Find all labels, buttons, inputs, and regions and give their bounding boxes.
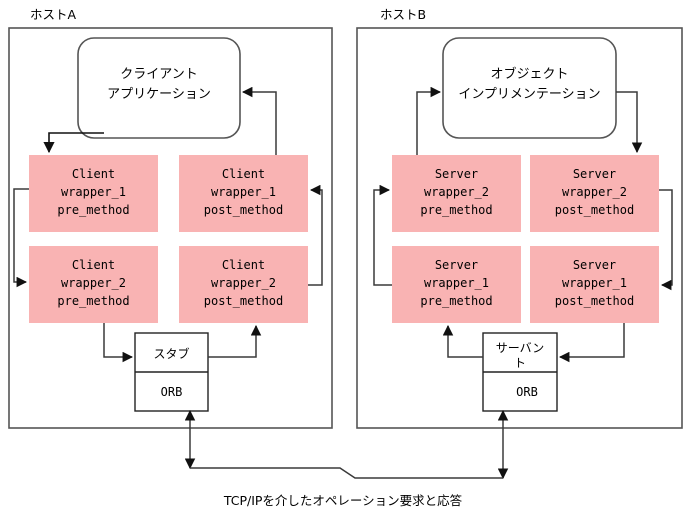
stub-orb-label: ORB (161, 385, 183, 399)
server-wrapper-2-pre-line2: wrapper_2 (424, 185, 489, 199)
client-wrapper-2-post-box[interactable] (179, 246, 308, 323)
server-wrapper-1-post-box[interactable] (530, 246, 659, 323)
server-wrapper-2-pre-line3: pre_method (420, 203, 492, 217)
server-wrapper-2-post-line3: post_method (555, 203, 634, 217)
connector-cw2post-to-cw1post (308, 184, 323, 286)
client-wrapper-2-pre-line2: wrapper_2 (61, 276, 126, 290)
object-implementation-line1: オブジェクト (490, 66, 568, 82)
connector-stub-to-cw2post (208, 324, 262, 358)
connector-objimpl-to-sw2post (616, 91, 643, 154)
server-wrapper-1-post-line1: Server (573, 258, 616, 272)
connector-app-to-cw1pre (43, 132, 104, 154)
server-wrapper-2-post-line2: wrapper_2 (562, 185, 627, 199)
client-wrapper-1-pre-line3: pre_method (57, 203, 129, 217)
stub-label: スタブ (153, 346, 189, 361)
server-wrapper-2-pre-line1: Server (435, 167, 478, 181)
host-b-label: ホストB (380, 7, 426, 22)
server-wrapper-1-post-line3: post_method (555, 294, 634, 308)
servant-label-line2: ト (514, 356, 526, 370)
client-wrapper-2-pre-line1: Client (72, 258, 115, 272)
client-wrapper-1-pre-line2: wrapper_1 (61, 185, 126, 199)
object-implementation-box[interactable] (442, 37, 617, 139)
client-wrapper-1-pre-box[interactable] (29, 155, 158, 232)
connector-sw1pre-to-sw2pre (373, 184, 392, 286)
host-a-label: ホストA (30, 7, 77, 22)
client-wrapper-2-post-line2: wrapper_2 (211, 276, 276, 290)
server-wrapper-1-pre-line1: Server (435, 258, 478, 272)
connector-servant-to-sw1pre (442, 324, 483, 358)
connector-sw2post-to-sw1post (659, 189, 673, 291)
tcp-ip-caption: TCP/IPを介したオペレーション要求と応答 (223, 493, 463, 508)
client-application-line1: クライアント (120, 67, 197, 82)
connector-cw1post-to-app (241, 86, 277, 155)
server-wrapper-1-post-line2: wrapper_1 (562, 276, 627, 290)
connector-sw2pre-to-objimpl (416, 86, 442, 155)
servant-label-line1: サーバン (496, 341, 544, 355)
connector-cw1pre-to-cw2pre (13, 188, 29, 288)
connector-cw2pre-to-stub (103, 323, 134, 363)
server-wrapper-1-pre-line3: pre_method (420, 294, 492, 308)
tcp-ip-bus-line (190, 467, 503, 479)
client-application-line2: アプリケーション (107, 87, 211, 102)
connector-sw1post-to-servant (558, 323, 625, 363)
client-wrapper-2-pre-line3: pre_method (57, 294, 129, 308)
server-wrapper-2-post-line1: Server (573, 167, 616, 181)
client-wrapper-1-post-box[interactable] (179, 155, 308, 232)
server-wrapper-1-pre-line2: wrapper_1 (424, 276, 489, 290)
client-wrapper-2-post-line3: post_method (204, 294, 283, 308)
servant-orb-label: ORB (516, 385, 538, 399)
host-b-frame (356, 27, 683, 429)
server-wrapper-1-pre-box[interactable] (392, 246, 521, 323)
client-wrapper-2-post-line1: Client (222, 258, 265, 272)
object-implementation-line2: インプリメンテーション (458, 87, 600, 102)
server-wrapper-2-pre-box[interactable] (392, 155, 521, 232)
host-a-frame (8, 27, 333, 429)
client-wrapper-2-pre-box[interactable] (29, 246, 158, 323)
client-wrapper-1-pre-line1: Client (72, 167, 115, 181)
client-wrapper-1-post-line2: wrapper_1 (211, 185, 276, 199)
client-wrapper-1-post-line1: Client (222, 167, 265, 181)
server-wrapper-2-post-box[interactable] (530, 155, 659, 232)
client-application-box[interactable] (77, 37, 241, 139)
client-wrapper-1-post-line3: post_method (204, 203, 283, 217)
